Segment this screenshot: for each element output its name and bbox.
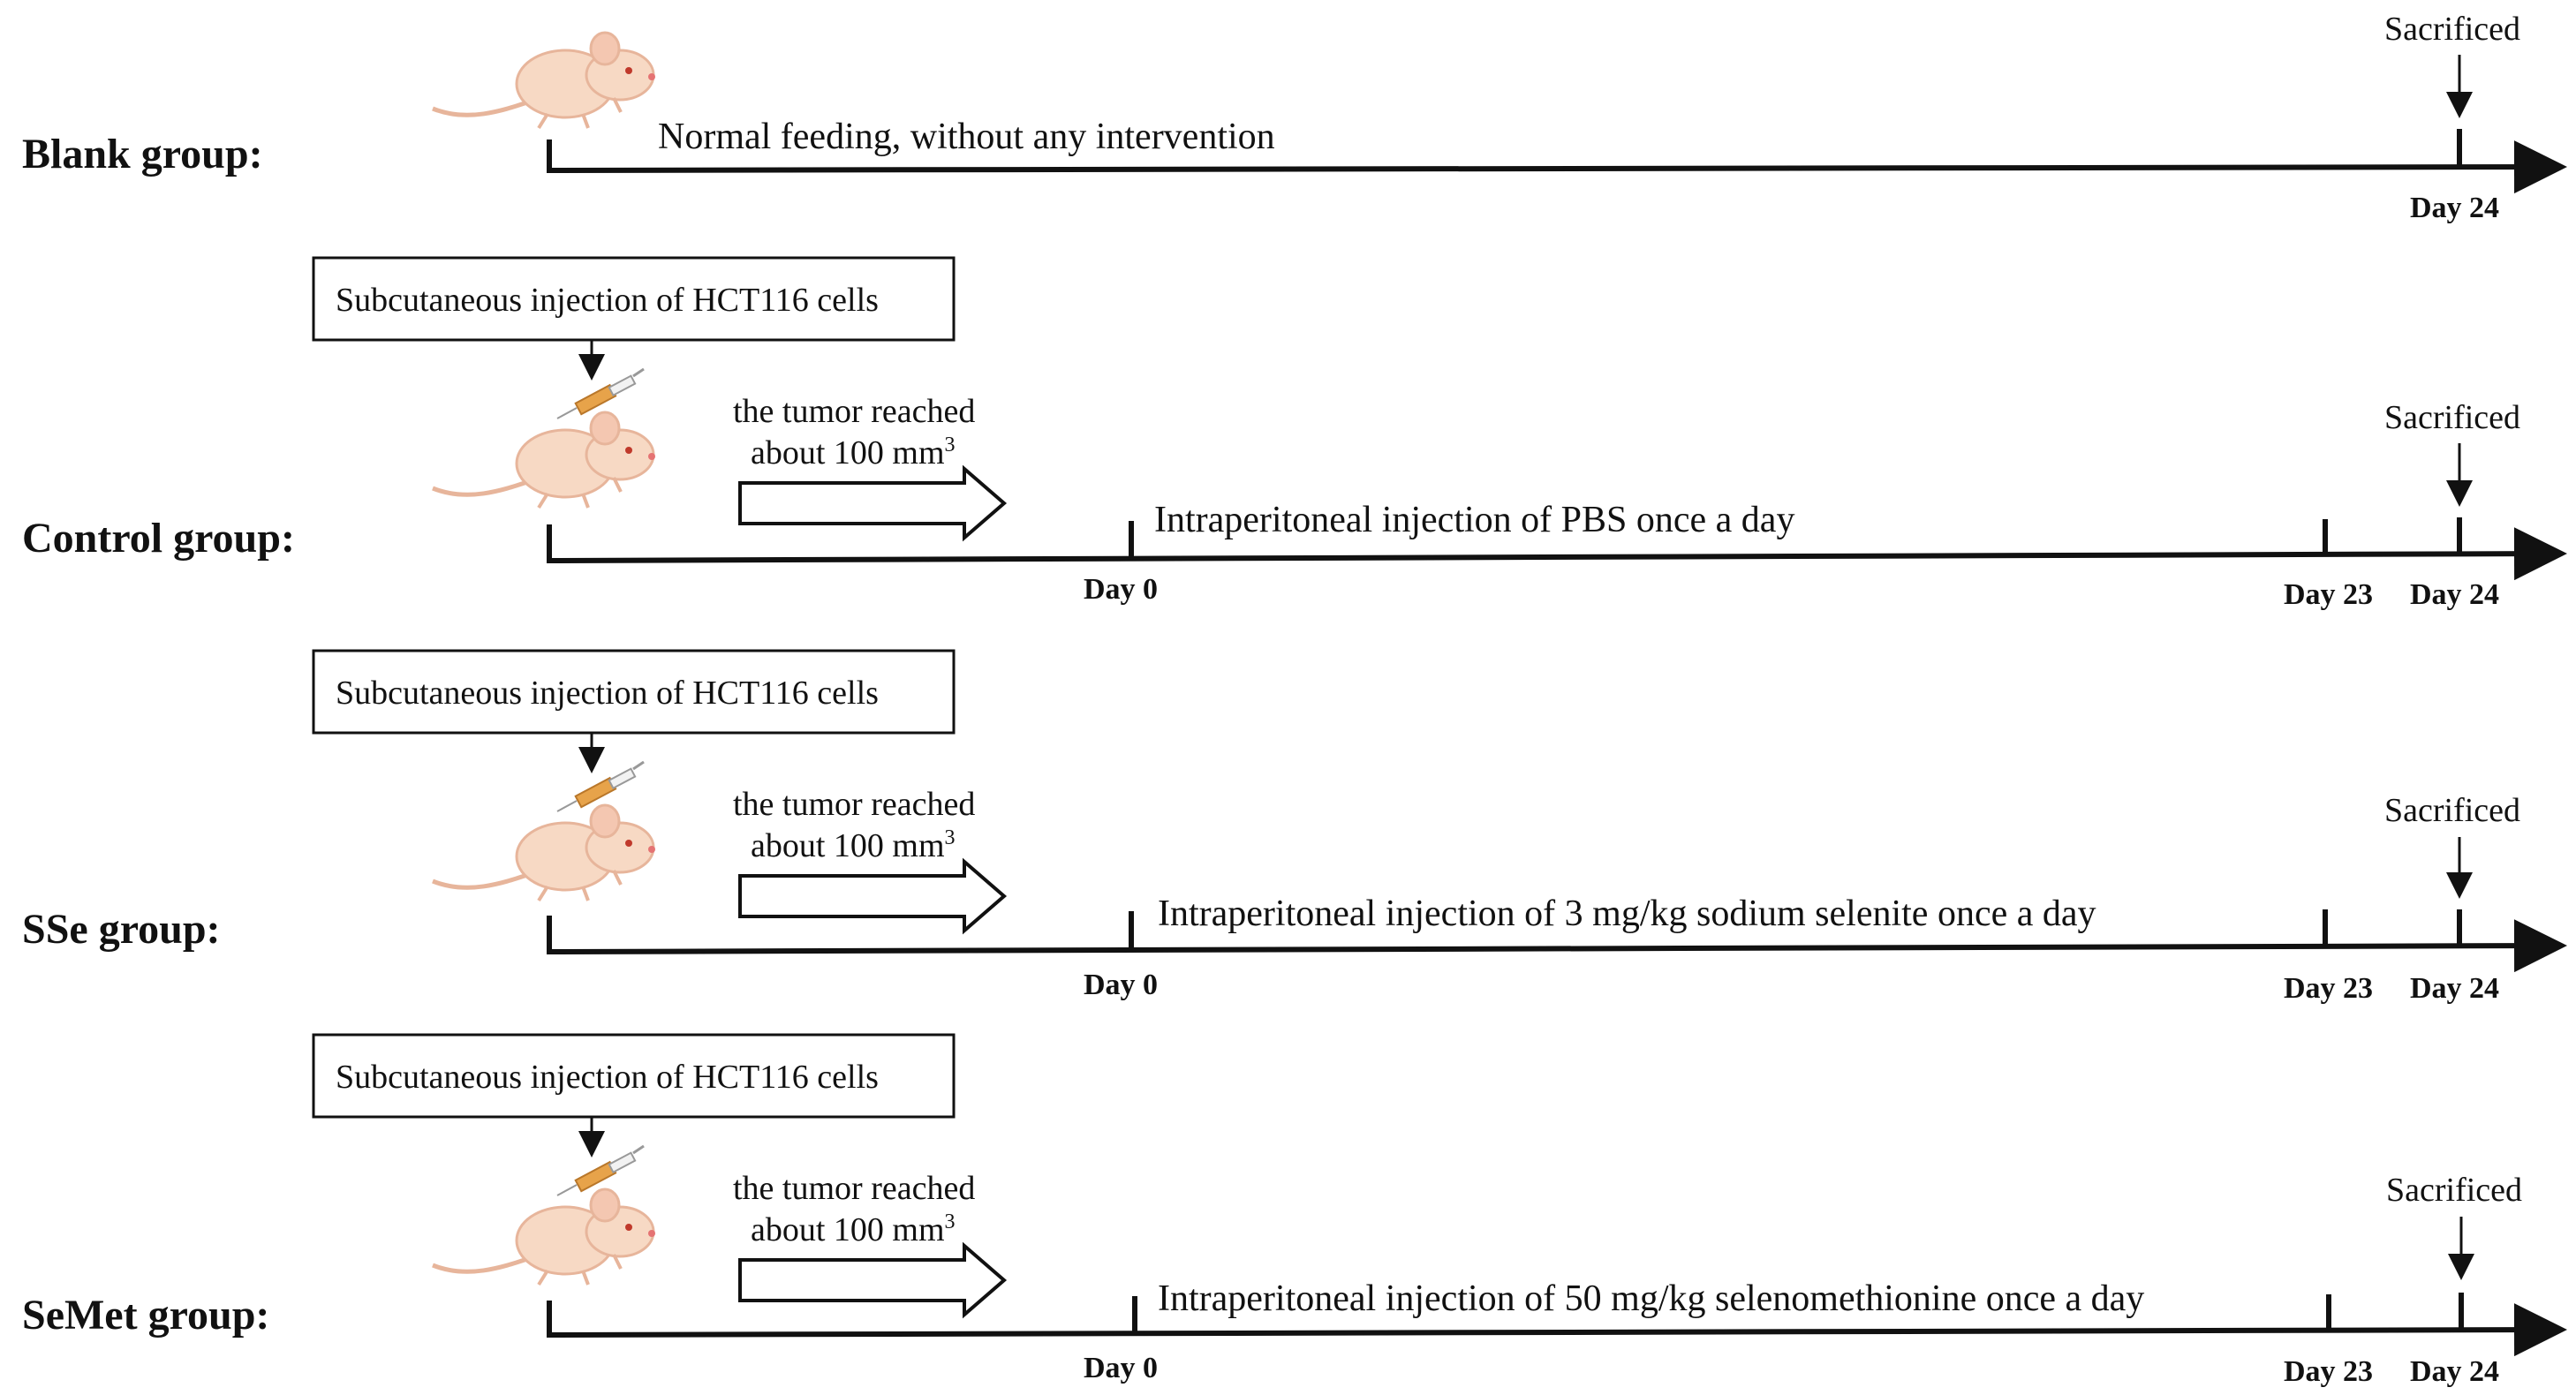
day24-label: Day 24 bbox=[2410, 972, 2499, 1005]
sacrificed-label: Sacrificed bbox=[2384, 792, 2520, 829]
day0-label: Day 0 bbox=[1084, 969, 1158, 1001]
day24-label: Day 24 bbox=[2410, 578, 2499, 611]
tumor-text-line1: the tumor reached bbox=[733, 1170, 975, 1207]
sse-group: Subcutaneous injection of HCT116 cells t… bbox=[22, 649, 2567, 1005]
day24-label: Day 24 bbox=[2410, 192, 2499, 224]
treatment-text: Normal feeding, without any intervention bbox=[658, 117, 1275, 157]
sacrificed-label: Sacrificed bbox=[2384, 399, 2520, 436]
syringe-icon bbox=[555, 760, 646, 813]
treatment-text: Intraperitoneal injection of 3 mg/kg sod… bbox=[1158, 894, 2096, 934]
injection-box bbox=[312, 1033, 956, 1119]
tumor-size-superscript: 3 bbox=[945, 1210, 956, 1233]
day23-label: Day 23 bbox=[2284, 1355, 2373, 1388]
group-label: SSe group: bbox=[22, 906, 221, 953]
mouse-icon bbox=[433, 805, 655, 901]
timeline-axis bbox=[548, 527, 2567, 581]
mouse-icon bbox=[433, 412, 655, 508]
syringe-icon bbox=[555, 1144, 646, 1197]
injection-box-text: Subcutaneous injection of HCT116 cells bbox=[336, 1059, 879, 1096]
treatment-text: Intraperitoneal injection of PBS once a … bbox=[1154, 500, 1794, 540]
day24-label: Day 24 bbox=[2410, 1355, 2499, 1388]
injection-box-text: Subcutaneous injection of HCT116 cells bbox=[336, 675, 879, 712]
day23-label: Day 23 bbox=[2284, 972, 2373, 1005]
blank-group: Blank group: Normal feeding, without any… bbox=[22, 11, 2567, 224]
tumor-size-text: about 100 mm bbox=[751, 827, 945, 864]
group-label: Control group: bbox=[22, 515, 295, 562]
tumor-size-text: about 100 mm bbox=[751, 434, 945, 471]
injection-box-text: Subcutaneous injection of HCT116 cells bbox=[336, 282, 879, 319]
sacrificed-label: Sacrificed bbox=[2384, 11, 2520, 48]
tumor-size-superscript: 3 bbox=[945, 826, 956, 849]
treatment-text: Intraperitoneal injection of 50 mg/kg se… bbox=[1158, 1278, 2144, 1319]
tumor-text-line2: about 100 mm3 bbox=[751, 1210, 956, 1248]
injection-box bbox=[312, 649, 956, 735]
hollow-arrow-icon bbox=[738, 1241, 1008, 1319]
tumor-size-text: about 100 mm bbox=[751, 1211, 945, 1248]
timeline-axis bbox=[548, 1303, 2567, 1357]
tumor-text-line2: about 100 mm3 bbox=[751, 434, 956, 471]
mouse-icon bbox=[433, 1189, 655, 1285]
tumor-text-line1: the tumor reached bbox=[733, 393, 975, 430]
timeline-axis bbox=[548, 919, 2567, 973]
hollow-arrow-icon bbox=[738, 464, 1008, 542]
group-label: Blank group: bbox=[22, 131, 263, 177]
tumor-text-line1: the tumor reached bbox=[733, 786, 975, 823]
day0-label: Day 0 bbox=[1084, 1352, 1158, 1384]
timeline-axis bbox=[548, 140, 2567, 194]
injection-box bbox=[312, 256, 956, 342]
control-group: Subcutaneous injection of HCT116 cells t… bbox=[22, 256, 2567, 611]
tumor-size-superscript: 3 bbox=[945, 434, 956, 456]
mouse-icon bbox=[433, 33, 655, 128]
hollow-arrow-icon bbox=[738, 857, 1008, 935]
syringe-icon bbox=[555, 367, 646, 420]
day23-label: Day 23 bbox=[2284, 578, 2373, 611]
tumor-text-line2: about 100 mm3 bbox=[751, 826, 956, 864]
group-label: SeMet group: bbox=[22, 1292, 269, 1338]
semet-group: Subcutaneous injection of HCT116 cells t… bbox=[22, 1033, 2567, 1388]
day0-label: Day 0 bbox=[1084, 573, 1158, 606]
sacrificed-label: Sacrificed bbox=[2386, 1172, 2522, 1209]
